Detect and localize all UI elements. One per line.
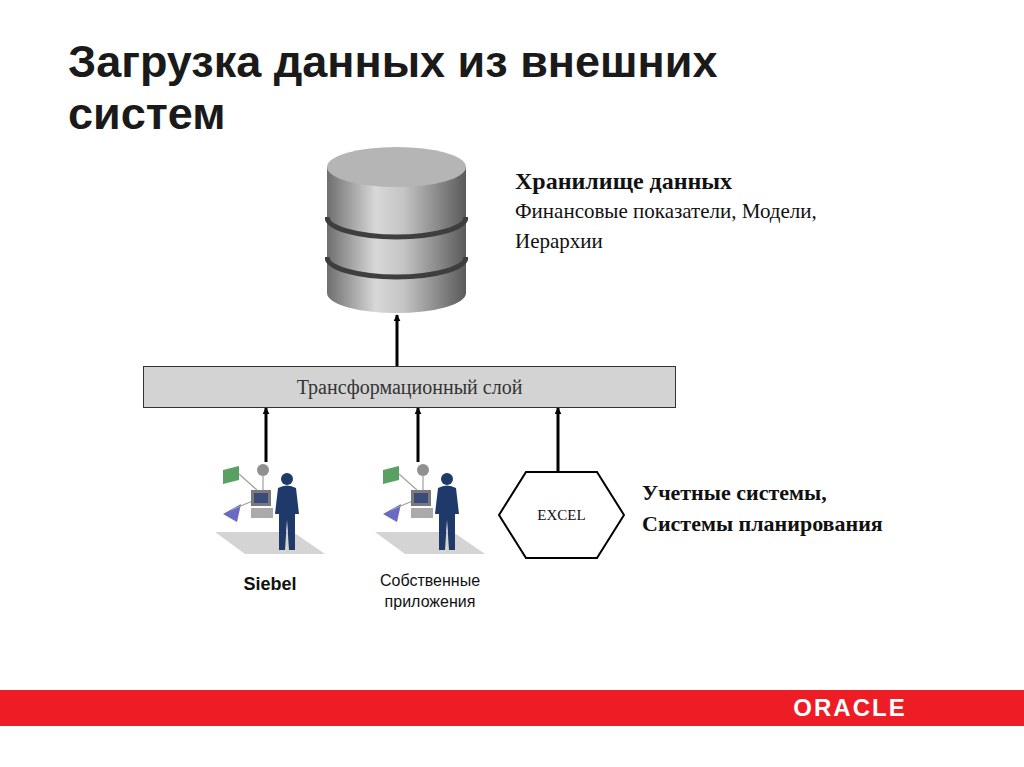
band-label: Трансформационный слой [289,372,531,403]
database-cylinder [325,145,468,315]
group-label: Учетные системы, Системы планирования [642,477,907,539]
brand-logo: ORACLE [780,694,920,722]
storage-heading: Хранилище данных [515,166,855,196]
storage-node: Хранилище данныхФинансовые показатели, М… [320,140,860,315]
footer-bar [0,690,1024,726]
source-node: Собственные приложения [355,462,505,612]
layer-band: Трансформационный слой [143,366,676,408]
arrow-connector [265,408,268,462]
user-workstation-icon [375,462,485,557]
slide-title: Загрузка данных из внешних систем [68,36,828,140]
source-node: EXCEL [498,471,625,559]
storage-description: Финансовые показатели, Модели, Иерархии [515,196,820,256]
source-node: Siebel [205,462,335,602]
arrow-connector [396,315,399,366]
arrow-connector [557,408,560,471]
source-label: Siebel [205,574,335,595]
arrow-connector [417,408,420,462]
source-label: Собственные приложения [355,570,505,612]
octagon-label: EXCEL [537,507,585,524]
user-workstation-icon [215,462,325,557]
